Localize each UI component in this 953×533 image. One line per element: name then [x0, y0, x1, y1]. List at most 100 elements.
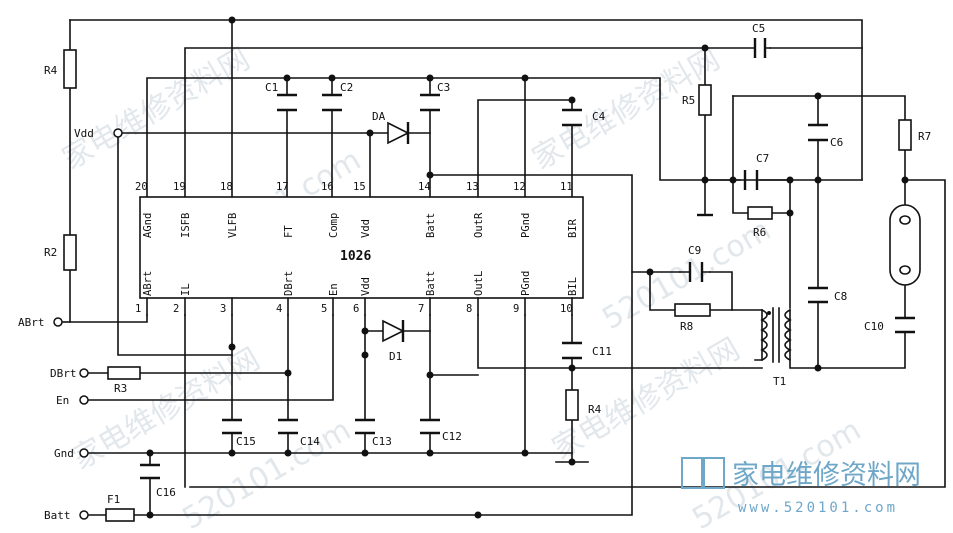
label-c13: C13: [372, 435, 392, 448]
site-logo: 家电维修资料网 www.520101.com: [681, 457, 921, 516]
capacitor-c15: [222, 418, 242, 435]
ic-pin-number: 11: [560, 181, 573, 193]
capacitor-c11: [562, 341, 582, 360]
lamp-electrode-top: [899, 215, 911, 225]
label-c5: C5: [752, 22, 765, 35]
resistor-r6: [747, 206, 773, 220]
capacitor-c14: [278, 418, 298, 435]
label-c11: C11: [592, 345, 612, 358]
ic-pin-number: 5: [321, 303, 327, 315]
ic-pin-name: BIR: [567, 218, 579, 238]
ic-pin-number: 13: [466, 181, 479, 193]
label-c16: C16: [156, 486, 176, 499]
ic-label: 1026: [340, 249, 371, 264]
capacitor-c7: [743, 170, 759, 190]
label-c15: C15: [236, 435, 256, 448]
diode-da: [387, 121, 410, 145]
label-c10: C10: [864, 320, 884, 333]
resistor-r3: [107, 366, 141, 380]
wires: [61, 19, 946, 516]
resistor-r4-top: [63, 49, 77, 89]
resistor-r5: [698, 84, 712, 116]
label-en: En: [56, 394, 69, 407]
ic-pin-number: 17: [276, 181, 289, 193]
ic-pin-name: OutL: [473, 271, 485, 296]
capacitor-c2: [322, 93, 342, 112]
capacitor-c12: [420, 418, 440, 435]
ic-pin-number: 6: [353, 303, 359, 315]
label-vdd: Vdd: [74, 127, 94, 140]
ic-pin-name: ISFB: [180, 213, 192, 238]
ic-pin-number: 7: [418, 303, 424, 315]
ic-pin-number: 20: [135, 181, 148, 193]
label-c1: C1: [265, 81, 278, 94]
ic-pin-name: PGnd: [520, 213, 532, 238]
ic-pin-name: AGnd: [142, 213, 154, 238]
label-c4: C4: [592, 110, 606, 123]
label-r7: R7: [918, 130, 931, 143]
terminals: [53, 128, 123, 520]
ic-pin-number: 10: [560, 303, 573, 315]
label-c12: C12: [442, 430, 462, 443]
logo-url: www.520101.com: [738, 500, 898, 516]
capacitor-c9: [679, 262, 711, 282]
transformer-t1: [760, 307, 792, 363]
capacitor-c16: [140, 463, 160, 480]
junction-dots: [146, 16, 909, 519]
capacitor-c1: [277, 93, 297, 112]
label-r4-top: R4: [44, 64, 58, 77]
lamp-electrode-bottom: [899, 265, 911, 275]
label-abrt: ABrt: [18, 316, 45, 329]
ic-pin-name: OutR: [473, 212, 485, 238]
label-da: DA: [372, 110, 386, 123]
ic-pin-number: 9: [513, 303, 519, 315]
resistor-r8: [674, 303, 711, 317]
capacitor-c13: [355, 418, 375, 435]
label-c3: C3: [437, 81, 450, 94]
ic-pin-number: 16: [321, 181, 334, 193]
label-c6: C6: [830, 136, 843, 149]
ic-pin-number: 19: [173, 181, 186, 193]
watermark-text: 家电维修资料网: [57, 42, 256, 177]
ic-pin-name: BIL: [567, 277, 579, 296]
ic-pin-number: 18: [220, 181, 233, 193]
label-r6: R6: [753, 226, 766, 239]
ic-pin-number: 14: [418, 181, 431, 193]
labels: Vdd ABrt DBrt En Gnd Batt R4 R2 R3 F1 C1…: [18, 22, 931, 522]
ic-pin-name: IL: [180, 283, 192, 296]
ccfl-lamp: [889, 204, 921, 286]
label-r8: R8: [680, 320, 693, 333]
label-c14: C14: [300, 435, 320, 448]
ic-pin-name: PGnd: [520, 271, 532, 296]
label-f1: F1: [107, 493, 120, 506]
ic-pin-name: Batt: [425, 213, 437, 238]
terminal-vdd: [113, 128, 123, 138]
ic-pin-number: 2: [173, 303, 179, 315]
watermark-text: 家电维修资料网: [527, 42, 726, 177]
capacitor-c4: [562, 108, 582, 127]
terminal-en: [79, 395, 89, 405]
ic-pin-number: 4: [276, 303, 282, 315]
capacitor-c6: [808, 123, 828, 142]
terminal-batt: [79, 510, 89, 520]
ic-pin-number: 3: [220, 303, 226, 315]
ic-pin-name: VLFB: [227, 213, 239, 238]
lamp-tube: [889, 204, 921, 286]
label-batt: Batt: [44, 509, 71, 522]
label-r5: R5: [682, 94, 695, 107]
terminal-gnd: [79, 448, 89, 458]
label-r2: R2: [44, 246, 57, 259]
label-c2: C2: [340, 81, 353, 94]
polarity-dot: [767, 311, 771, 315]
label-dbrt: DBrt: [50, 367, 77, 380]
ic-pin-number: 8: [466, 303, 472, 315]
label-r3: R3: [114, 382, 127, 395]
ic-pin-number: 15: [353, 181, 366, 193]
ic-pin-name: Comp: [328, 213, 340, 238]
ic-pin-number: 12: [513, 181, 526, 193]
terminal-dbrt: [79, 368, 89, 378]
book-icon: [681, 457, 725, 489]
label-d1: D1: [389, 350, 402, 363]
resistor-r4-bottom: [565, 389, 579, 421]
